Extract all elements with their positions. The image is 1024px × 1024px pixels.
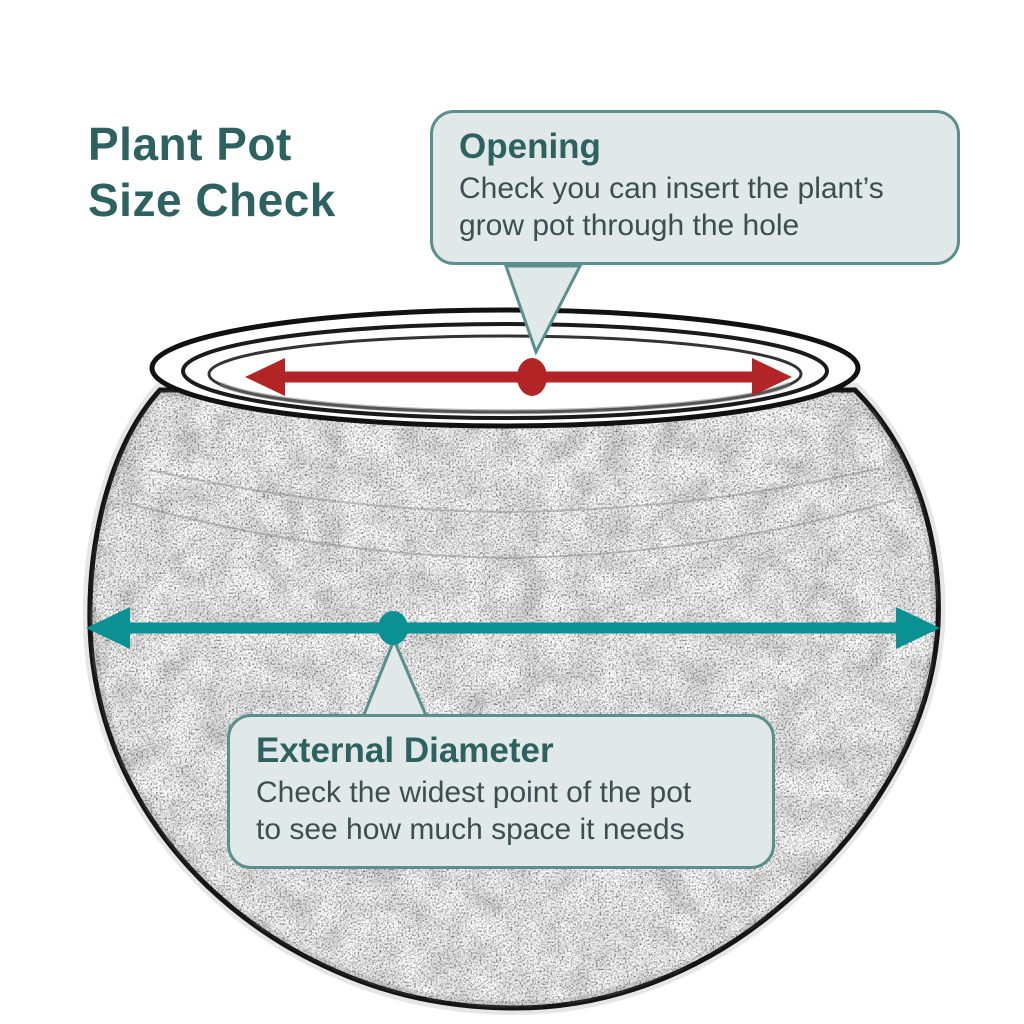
external-arrow-left-head: [86, 607, 130, 649]
external-callout-body: Check the widest point of the pot to see…: [256, 775, 746, 848]
opening-callout: Opening Check you can insert the plant’s…: [430, 110, 960, 266]
pot-body: [82, 383, 946, 1016]
external-callout-body-line2: to see how much space it needs: [256, 812, 685, 846]
external-midpoint-dot: [378, 611, 408, 645]
external-callout-body-line1: Check the widest point of the pot: [256, 776, 692, 809]
page-title-line1: Plant Pot: [88, 118, 292, 170]
external-diameter-callout: External Diameter Check the widest point…: [227, 714, 775, 870]
opening-callout-tail: [503, 264, 583, 356]
opening-callout-body: Check you can insert the plant’s grow po…: [459, 171, 931, 244]
opening-arrow-right-head: [752, 358, 792, 396]
opening-arrow-left-head: [245, 358, 285, 396]
external-arrow-right-head: [896, 607, 940, 649]
opening-midpoint-dot: [517, 358, 547, 396]
page-title-line2: Size Check: [88, 174, 336, 227]
page-title: Plant Pot Size Check: [88, 116, 336, 228]
opening-callout-body-line1: Check you can insert the plant’s: [459, 172, 884, 205]
external-callout-title: External Diameter: [256, 731, 554, 770]
opening-callout-title: Opening: [459, 127, 601, 166]
opening-callout-body-line2: grow pot through the hole: [459, 208, 800, 242]
external-diameter-arrow: [86, 607, 940, 649]
pot-rim: [149, 307, 861, 429]
